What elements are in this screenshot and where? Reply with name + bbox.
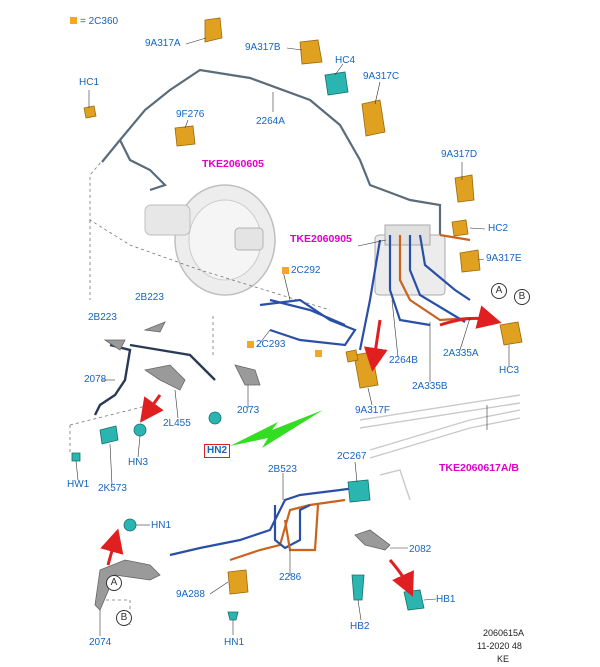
label-9a317c: 9A317C bbox=[363, 71, 400, 82]
footer-code: KE bbox=[497, 654, 510, 664]
callout-a-lower: A bbox=[106, 575, 122, 591]
callout-a-upper: A bbox=[491, 283, 507, 299]
label-9a317b: 9A317B bbox=[245, 42, 281, 53]
rear-pipes bbox=[169, 486, 356, 562]
label-2073: 2073 bbox=[237, 405, 260, 416]
green-arrow bbox=[230, 410, 323, 448]
label-9a317d: 9A317D bbox=[441, 149, 478, 160]
label-hn3: HN3 bbox=[128, 457, 149, 468]
callout-b-lower: B bbox=[116, 610, 132, 626]
label-2b523: 2B523 bbox=[268, 464, 297, 475]
label-hc1: HC1 bbox=[79, 77, 100, 88]
label-2c293: 2C293 bbox=[256, 339, 286, 350]
label-hc4: HC4 bbox=[335, 55, 356, 66]
marker-2c360-2c293 bbox=[247, 341, 254, 348]
label-2b223-lower: 2B223 bbox=[88, 312, 117, 323]
legend: = 2C360 bbox=[70, 16, 118, 28]
footer-drawing-number: 2060615A bbox=[483, 628, 525, 638]
highlight-hn2: HN2 bbox=[204, 444, 231, 458]
label-hn1-upper: HN1 bbox=[151, 520, 172, 531]
legend-swatch bbox=[70, 17, 77, 24]
label-9f276: 9F276 bbox=[176, 109, 205, 120]
marker-2c360-2c292 bbox=[282, 267, 289, 274]
ref-tke2060617: TKE2060617A/B bbox=[439, 462, 519, 474]
footer-date: 11-2020 48 bbox=[477, 641, 522, 651]
label-2078: 2078 bbox=[84, 374, 107, 385]
label-2c292: 2C292 bbox=[291, 265, 321, 276]
label-2k573: 2K573 bbox=[98, 483, 127, 494]
label-2l455: 2L455 bbox=[163, 418, 191, 429]
ref-tke2060905: TKE2060905 bbox=[290, 233, 352, 245]
label-hb1: HB1 bbox=[436, 594, 456, 605]
hose-2078 bbox=[93, 343, 216, 416]
label-hb2: HB2 bbox=[350, 621, 370, 632]
label-2264b: 2264B bbox=[389, 355, 418, 366]
marker-2c360-clip bbox=[315, 350, 322, 357]
label-2286: 2286 bbox=[279, 572, 302, 583]
pipe-2264a bbox=[101, 68, 442, 235]
label-hw1: HW1 bbox=[67, 479, 90, 490]
orange-clips bbox=[83, 17, 523, 595]
label-2a335b: 2A335B bbox=[412, 381, 448, 392]
label-9a317f: 9A317F bbox=[355, 405, 391, 416]
frame-rails bbox=[359, 394, 521, 501]
leader-lines bbox=[75, 37, 510, 636]
label-9a317a: 9A317A bbox=[145, 38, 181, 49]
label-2a335a: 2A335A bbox=[443, 348, 479, 359]
label-hc2: HC2 bbox=[488, 223, 509, 234]
dashed-guides bbox=[69, 139, 331, 625]
callout-b-upper: B bbox=[514, 289, 530, 305]
label-2082: 2082 bbox=[409, 544, 432, 555]
teal-parts bbox=[71, 71, 425, 621]
legend-text: = 2C360 bbox=[80, 16, 119, 27]
label-9a317e: 9A317E bbox=[486, 253, 522, 264]
brackets bbox=[94, 321, 391, 611]
red-arrows bbox=[100, 305, 502, 597]
label-hn1-lower: HN1 bbox=[224, 637, 245, 648]
label-9a288: 9A288 bbox=[176, 589, 205, 600]
label-2b223-upper: 2B223 bbox=[135, 292, 164, 303]
label-2074: 2074 bbox=[89, 637, 112, 648]
pipe-2c293 bbox=[259, 298, 357, 347]
brake-booster bbox=[144, 184, 276, 296]
hcu-pipes bbox=[358, 233, 471, 351]
label-2c267: 2C267 bbox=[337, 451, 367, 462]
ref-tke2060605: TKE2060605 bbox=[202, 158, 264, 170]
label-hc3: HC3 bbox=[499, 365, 520, 376]
label-2264a: 2264A bbox=[256, 116, 285, 127]
